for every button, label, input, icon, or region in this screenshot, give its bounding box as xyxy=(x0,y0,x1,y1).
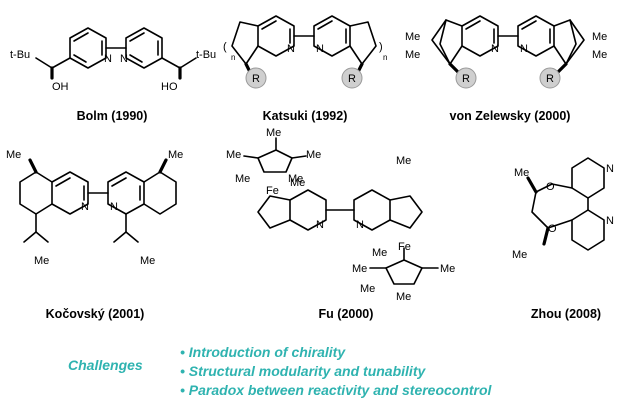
vz-r-left: R xyxy=(462,73,470,85)
katsuki-r-left: R xyxy=(252,73,260,85)
zhou-n-top: N xyxy=(606,163,614,175)
fu-me-3: Me xyxy=(306,149,321,161)
katsuki-n-left: N xyxy=(287,43,295,55)
fu-me-2: Me xyxy=(226,149,241,161)
fu-me-4: Me xyxy=(235,173,250,185)
fu-caption: Fu (2000) xyxy=(319,307,374,321)
challenges-box: Challenges Introduction of chirality Str… xyxy=(68,343,588,403)
katsuki-caption: Katsuki (1992) xyxy=(263,109,348,123)
challenges-list: Introduction of chirality Structural mod… xyxy=(180,343,492,400)
bolm-n-right: N xyxy=(120,53,128,65)
katsuki-paren-right: ) xyxy=(379,41,383,53)
bolm-oh-right: HO xyxy=(161,81,178,93)
fu-me-1: Me xyxy=(266,127,281,139)
challenges-title: Challenges xyxy=(68,357,143,373)
bolm-tbu-right: t-Bu xyxy=(196,49,216,61)
von-zelewsky-caption: von Zelewsky (2000) xyxy=(450,109,571,123)
fu-me-11: Me xyxy=(360,283,375,295)
vz-me-3: Me xyxy=(592,31,607,43)
zhou-o-top: O xyxy=(546,181,555,193)
katsuki-paren-left: ( xyxy=(223,41,227,53)
fu-me-10: Me xyxy=(440,263,455,275)
katsuki-n-index-left: n xyxy=(231,53,235,62)
fu-n-right: N xyxy=(356,219,364,231)
fu-me-12: Me xyxy=(396,291,411,303)
kocovsky-me-right: Me xyxy=(168,149,183,161)
fu-fe-bottom: Fe xyxy=(398,241,411,253)
vz-me-4: Me xyxy=(592,49,607,61)
fu-me-5: Me xyxy=(288,173,303,185)
kocovsky-structure: Me Me Me Me N N Kočovský (2001) xyxy=(6,149,183,321)
bolm-structure: N N t-Bu t-Bu OH HO Bolm (1990) xyxy=(10,27,216,123)
zhou-me-top: Me xyxy=(514,167,529,179)
fu-me-6: Me xyxy=(290,177,305,189)
kocovsky-me-4: Me xyxy=(140,255,155,267)
vz-n-right: N xyxy=(520,43,528,55)
fu-me-8: Me xyxy=(372,247,387,259)
fu-n-left: N xyxy=(316,219,324,231)
zhou-o-bottom: O xyxy=(548,223,557,235)
katsuki-structure: R R ( ) n n N N Katsuki (1992) xyxy=(223,15,387,123)
challenge-item: Paradox between reactivity and stereocon… xyxy=(180,381,492,400)
kocovsky-n-left: N xyxy=(81,201,89,213)
bolm-oh-left: OH xyxy=(52,81,69,93)
katsuki-n-right: N xyxy=(316,43,324,55)
fu-me-9: Me xyxy=(352,263,367,275)
challenge-item: Introduction of chirality xyxy=(180,343,491,362)
vz-n-left: N xyxy=(491,43,499,55)
katsuki-n-index-right: n xyxy=(383,53,387,62)
zhou-structure: Me Me O O N N Zhou (2008) xyxy=(512,157,614,321)
katsuki-r-right: R xyxy=(348,73,356,85)
kocovsky-n-right: N xyxy=(110,201,118,213)
zhou-n-bottom: N xyxy=(606,215,614,227)
kocovsky-me-left: Me xyxy=(6,149,21,161)
bolm-n-left: N xyxy=(104,53,112,65)
kocovsky-me-3: Me xyxy=(34,255,49,267)
challenge-item: Structural modularity and tunability xyxy=(180,362,491,381)
kocovsky-caption: Kočovský (2001) xyxy=(46,307,145,321)
bolm-tbu-left: t-Bu xyxy=(10,49,30,61)
vz-r-right: R xyxy=(546,73,554,85)
bolm-caption: Bolm (1990) xyxy=(77,109,148,123)
zhou-caption: Zhou (2008) xyxy=(531,307,601,321)
vz-me-2: Me xyxy=(405,49,420,61)
fu-fe-top: Fe xyxy=(266,185,279,197)
vz-me-1: Me xyxy=(405,31,420,43)
von-zelewsky-structure: R R Me Me Me Me N N von Zelewsky (2000) xyxy=(405,15,607,123)
fu-structure: Me Me Me Me Me Fe N Me N Me Fe Me Me Me … xyxy=(226,127,455,321)
zhou-me-bottom: Me xyxy=(512,249,527,261)
fu-me-7: Me xyxy=(396,155,411,167)
